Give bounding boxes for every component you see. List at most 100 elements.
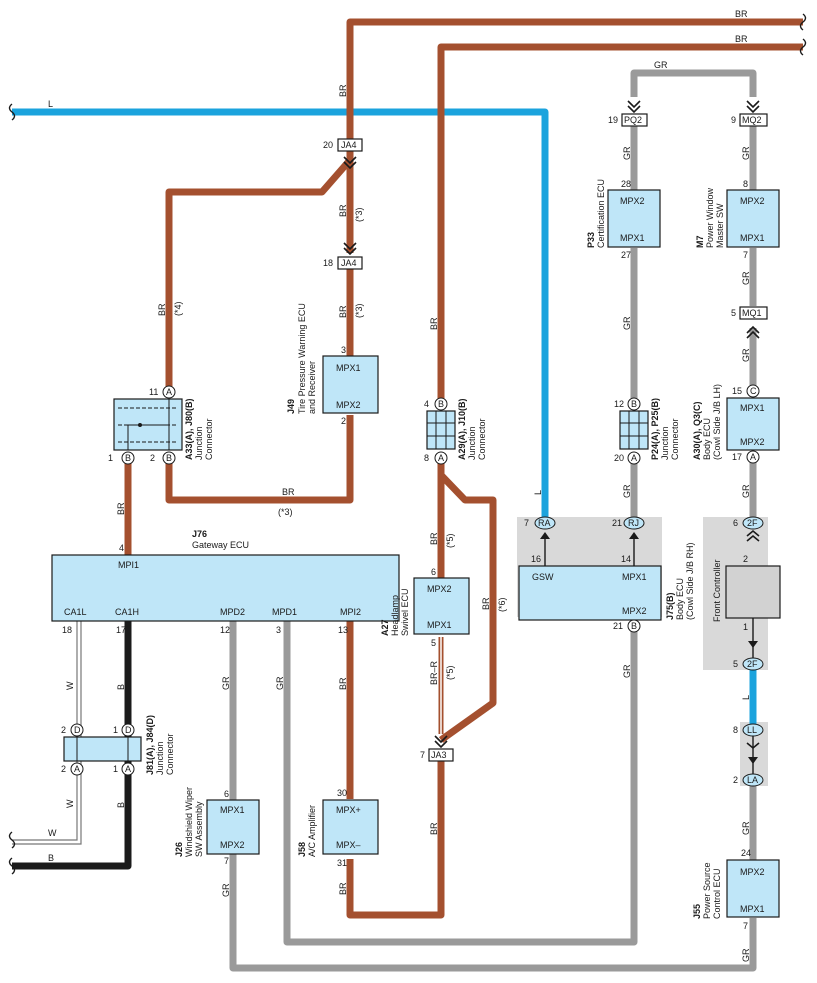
j75-box [518, 565, 662, 621]
mq2-name: MQ2 [742, 115, 762, 125]
a33-pin2: 2 [150, 453, 155, 463]
label-w-v1: W [65, 681, 75, 690]
mq1-box [739, 306, 768, 320]
a27-code: A27 [380, 619, 390, 636]
a33-name2: Connector [204, 418, 214, 460]
wire-br-ja3-j58 [346, 760, 445, 919]
label-gr-v4: GR [622, 664, 632, 678]
j49-code: J49 [286, 399, 296, 414]
j75-b: B [631, 621, 637, 631]
j75-pin21: 21 [612, 518, 622, 528]
wire-gr-j75-mpd1 [283, 620, 638, 946]
j75-pin16: 16 [531, 554, 541, 564]
a33-a: A [166, 387, 172, 397]
j75-oval-ra [534, 516, 556, 530]
a33-name1: Junction [194, 426, 204, 460]
mq2-pin: 9 [731, 115, 736, 125]
p24-a: A [631, 453, 637, 463]
note-v5: (*6) [497, 597, 507, 612]
note-v6: (*5) [445, 665, 455, 680]
j26-box [206, 799, 260, 855]
label-gr-v7: GR [741, 348, 751, 362]
j81-pin2a: 2 [61, 764, 66, 774]
j55-pin24: 24 [741, 848, 751, 858]
break-left-w [8, 831, 16, 849]
j75-code: J75(B) [665, 592, 675, 620]
j81-a2: A [125, 764, 131, 774]
a27-name1: Headlamp [390, 595, 400, 636]
j81-name1: Junction [155, 741, 165, 775]
label-l-v1: L [533, 490, 543, 495]
j58-code: J58 [297, 842, 307, 857]
a29-circ-a [434, 451, 448, 465]
p33-t1: MPX2 [620, 196, 645, 206]
a33-circ-b1 [121, 451, 135, 465]
a29-pin4: 4 [424, 399, 429, 409]
j75-name1: Body ECU [675, 578, 685, 620]
j81-circ-d1 [70, 723, 84, 737]
j55-name1: Power Source [702, 862, 712, 919]
front-2f2: 2F [747, 659, 758, 669]
ja4-top-box [337, 138, 363, 152]
j75-oval-rj [623, 516, 645, 530]
wire-gr-j55-j26 [229, 853, 757, 972]
a29-name1: Junction [467, 426, 477, 460]
a27-pin6: 6 [431, 567, 436, 577]
j75-pin14: 14 [621, 554, 631, 564]
label-br-top2: BR [735, 34, 748, 44]
pq2-name: PQ2 [624, 115, 642, 125]
a30-code: A30(A), Q3(C) [692, 401, 702, 460]
j49-name2: and Receiver [307, 361, 317, 414]
j75-pin7: 7 [524, 518, 529, 528]
j58-pin30: 30 [337, 788, 347, 798]
mq2-box [739, 113, 768, 127]
mq1-arrow [746, 325, 760, 339]
j75-pin21b: 21 [613, 621, 623, 631]
j76-code: J76 [192, 529, 207, 539]
a30-pin17: 17 [732, 452, 742, 462]
j58-t1: MPX+ [336, 805, 361, 815]
j26-pin6: 6 [224, 789, 229, 799]
j76-pin18: 18 [62, 625, 72, 635]
a33-code: A33(A), J80(B) [184, 398, 194, 460]
a30-box [726, 397, 780, 451]
label-br-v6: BR [429, 317, 439, 330]
a29-a: A [438, 453, 444, 463]
label-b-v1: B [116, 684, 126, 690]
front-pin5: 5 [733, 659, 738, 669]
m7-pin7: 7 [743, 250, 748, 260]
a30-t2: MPX2 [740, 437, 765, 447]
ja3-name: JA3 [431, 750, 447, 760]
mq1-pin: 5 [731, 308, 736, 318]
front-oval-2f2 [742, 657, 764, 671]
pq2-pin: 19 [608, 115, 618, 125]
a33-b1: B [125, 453, 131, 463]
j49-pin3: 3 [341, 345, 346, 355]
j81-d2: D [125, 725, 132, 735]
j55-t2: MPX1 [740, 904, 765, 914]
p24-box [619, 410, 649, 450]
label-gr-v13: GR [221, 883, 231, 897]
j26-name1: Windshield Wiper [184, 787, 194, 857]
j81-pin1a: 1 [113, 764, 118, 774]
ll-pin8: 8 [733, 725, 738, 735]
j76-mpd1: MPD1 [272, 607, 297, 617]
j81-box [63, 736, 142, 762]
m7-code: M7 [695, 235, 705, 248]
j26-t2: MPX2 [220, 840, 245, 850]
p24-name2: Connector [670, 418, 680, 460]
label-b-h: B [48, 853, 54, 863]
label-br-v9: BR [429, 822, 439, 835]
ja3-box [428, 748, 454, 762]
ja4-bot-arrow [343, 242, 357, 256]
wire-w [12, 620, 78, 841]
label-gr-v5: GR [741, 146, 751, 160]
j75-mpx1: MPX1 [622, 572, 647, 582]
j49-t2: MPX2 [336, 400, 361, 410]
label-gr-v1: GR [622, 146, 632, 160]
ja3-arrow [434, 735, 448, 749]
p33-pin27: 27 [621, 250, 631, 260]
ja4-top-name: JA4 [341, 140, 357, 150]
a33-pin11: 11 [149, 387, 158, 397]
m7-t2: MPX1 [740, 233, 765, 243]
